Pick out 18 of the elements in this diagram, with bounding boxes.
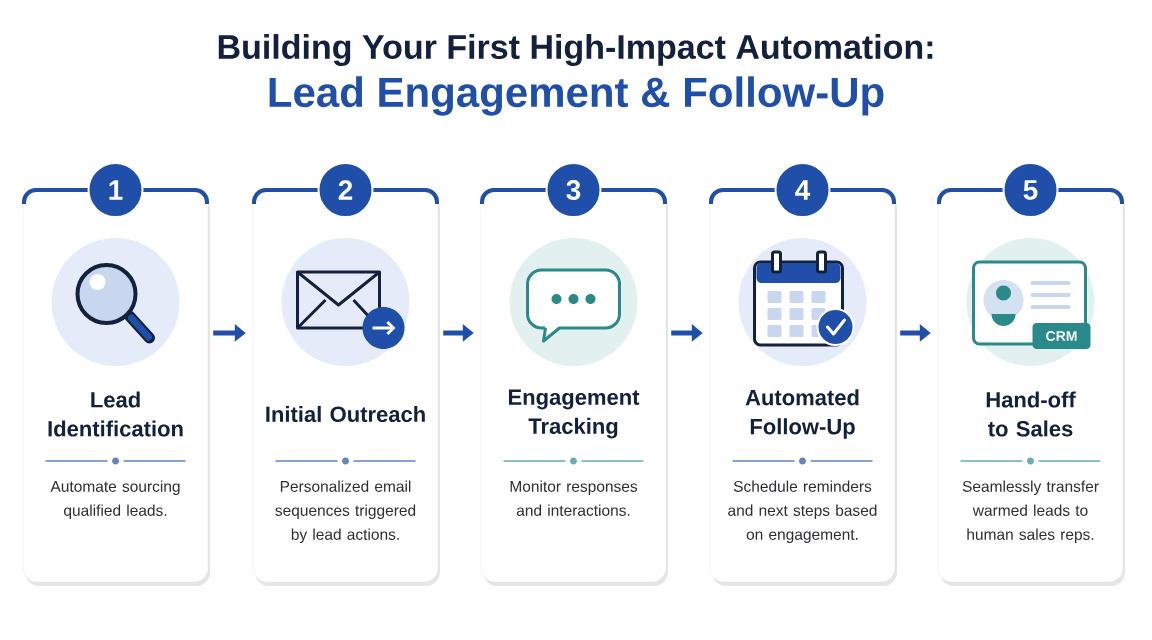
subtitle: Lead Engagement & Follow-Up: [269, 76, 884, 116]
step-number-badge: 4: [774, 162, 831, 218]
step-number-badge: 1: [87, 162, 144, 218]
step-heading: Engagement Tracking: [508, 389, 640, 439]
step-description: Personalized email sequences triggered by lead actions.: [275, 480, 416, 543]
step-heading: Lead Identification: [48, 391, 183, 437]
step-heading: Initial Outreach: [266, 405, 425, 423]
title: Building Your First High-Impact Automation:: [218, 34, 933, 66]
step-description: Schedule reminders and next steps based on engagement.: [728, 480, 877, 543]
step-heading: Hand-off to Sales: [986, 391, 1076, 437]
step-description: Seamlessly transfer warmed leads to human sales reps.: [962, 480, 1099, 543]
step-number-badge: 5: [1002, 162, 1059, 218]
step-description: Monitor responses and interactions.: [510, 480, 638, 516]
step-number-badge: 3: [545, 162, 602, 218]
step-description: Automate sourcing qualified leads.: [50, 480, 180, 519]
crm-badge: CRM: [1032, 323, 1091, 349]
step-number-badge: 2: [317, 162, 374, 218]
step-heading: Automated Follow-Up: [745, 389, 859, 439]
